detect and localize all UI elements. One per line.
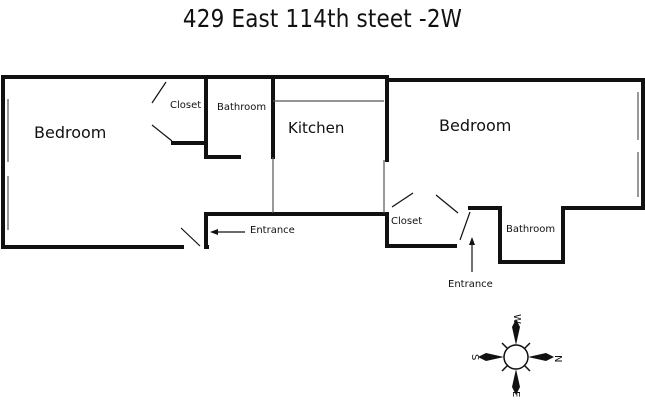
doors: [151, 81, 471, 247]
room-bedroom-left: Bedroom: [34, 123, 106, 142]
entrance-arrow-south: [469, 237, 475, 272]
entrance-arrow-west: [210, 229, 245, 235]
compass-east-label: E: [510, 391, 521, 397]
entrance-label-south: Entrance: [448, 279, 493, 290]
room-kitchen: Kitchen: [288, 119, 344, 137]
room-bathroom-right: Bathroom: [506, 224, 555, 235]
room-bathroom-left: Bathroom: [217, 102, 266, 113]
interior-walls: [171, 75, 389, 248]
compass-west-label: W: [511, 314, 522, 324]
plan-title: 429 East 114th steet -2W: [182, 4, 463, 33]
room-closet-left: Closet: [170, 100, 201, 111]
room-bedroom-right: Bedroom: [439, 116, 511, 135]
entrance-label-west: Entrance: [250, 225, 295, 236]
room-closet-right: Closet: [391, 216, 422, 227]
compass-south-label: S: [469, 354, 480, 360]
compass-rose-icon: [478, 319, 554, 395]
compass-north-label: N: [552, 355, 563, 362]
